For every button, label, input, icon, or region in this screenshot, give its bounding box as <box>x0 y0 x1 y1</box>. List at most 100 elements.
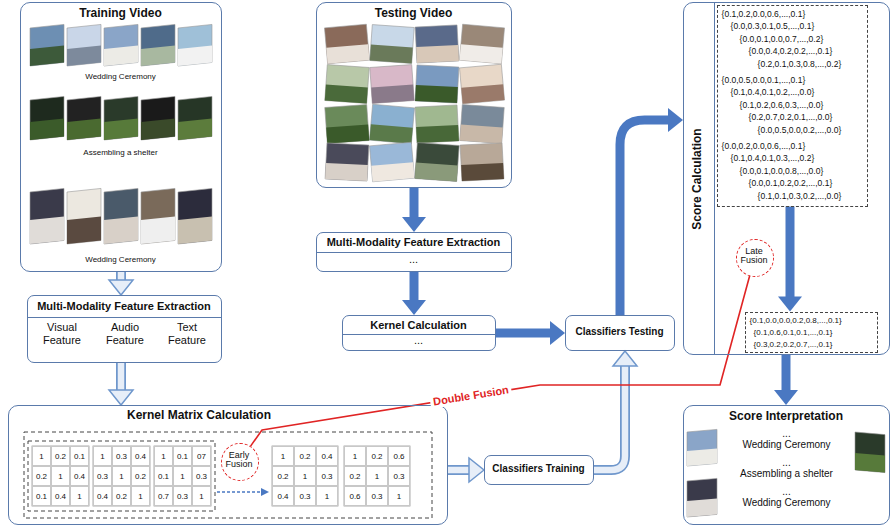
process-box: Multi-Modality Feature ExtractionVisual … <box>27 295 222 363</box>
matrix-cell: 0.3 <box>294 486 316 506</box>
frame-bottom <box>687 498 717 517</box>
matrix-cell: 0.4 <box>316 446 338 466</box>
frame-bottom <box>178 118 212 140</box>
process-panel: Score Interpretation...Wedding Ceremony.… <box>683 405 890 525</box>
matrix-cell: 0.2 <box>32 466 51 486</box>
node-text: {0.0,0.3,0.1,0.5,...,0.1} <box>731 22 815 32</box>
node-text: {0.1,0.0,0.0,0.2,0.8,...,0.1} <box>750 316 842 325</box>
frame-top <box>370 104 415 144</box>
matrix-cell: 1 <box>154 446 173 466</box>
node-text: {0.0,0.2,0.0,0.6,...,0.1} <box>722 142 806 152</box>
frame-top <box>104 188 138 244</box>
video-frame <box>370 65 414 104</box>
connector-fill <box>594 365 625 470</box>
connector <box>402 188 426 232</box>
video-frame <box>415 143 459 182</box>
arrowhead <box>774 390 798 405</box>
arrowhead <box>469 458 484 482</box>
video-panel: Testing Video <box>316 2 512 188</box>
matrix-cell: 1 <box>344 446 366 466</box>
frame-top <box>687 429 717 466</box>
connector <box>109 363 133 405</box>
frame-top <box>30 188 64 244</box>
matrix-cell: 0.2 <box>294 446 316 466</box>
node-text: ... <box>724 486 849 498</box>
node-text: {0.0,0.4,0.2,0.2,...,0.1} <box>749 47 833 57</box>
connector-line <box>594 365 625 470</box>
video-frame <box>460 24 505 64</box>
matrix-cell: 0.2 <box>272 466 294 486</box>
matrix-group-outline <box>28 441 215 511</box>
frame-bottom <box>461 163 504 181</box>
matrix-cell: 0.2 <box>131 466 150 486</box>
score-box: {0.1,0.2,0.0,0.6,...,0.1}{0.0,0.3,0.1,0.… <box>717 5 868 207</box>
video-frame <box>325 143 369 181</box>
video-frame <box>141 188 175 244</box>
node-text: {0.0,0.5,0.0,0.2,...,0.0} <box>758 126 842 136</box>
connector <box>620 108 683 315</box>
node-text: {0.2,0.1,0.3,0.8,...,0.2} <box>758 60 842 70</box>
connector <box>594 351 637 470</box>
connector-line <box>251 276 750 446</box>
arrowhead <box>778 297 802 312</box>
frame-top <box>30 24 64 66</box>
connector-line <box>786 207 795 298</box>
node-text: Text Feature <box>159 321 215 346</box>
process-box: Multi-Modality Feature Extraction... <box>316 232 512 272</box>
frame-bottom <box>30 216 64 244</box>
frame-bottom <box>460 125 503 144</box>
video-frame <box>178 96 212 140</box>
connector-fill <box>448 467 470 474</box>
matrix-cell: 1 <box>70 486 89 506</box>
connector <box>774 355 798 405</box>
matrix-cell: 1 <box>93 446 112 466</box>
connector <box>251 276 750 446</box>
video-frame <box>415 105 459 143</box>
frame-top <box>141 96 175 140</box>
fusion-circle: Late Fusion <box>736 239 774 277</box>
frame-top <box>415 25 459 63</box>
matrix-cell: 0.6 <box>344 486 366 506</box>
frame-bottom <box>67 118 101 140</box>
video-frame <box>370 142 415 182</box>
matrix-cell: 0.6 <box>388 446 410 466</box>
matrix-cell: 1 <box>192 486 211 506</box>
video-frame <box>325 24 370 64</box>
video-frame <box>855 432 885 473</box>
connector-line <box>410 272 419 301</box>
video-frame <box>325 65 369 104</box>
node-text: Late Fusion <box>737 247 772 267</box>
frame-bottom <box>326 125 369 144</box>
frame-top <box>67 188 101 244</box>
edge-label: Double Fusion <box>429 383 512 409</box>
frame-top <box>460 143 504 181</box>
node-text: {0.0,0.1,0.2,0.2,...,0.1} <box>749 179 833 189</box>
frame-top <box>178 24 212 66</box>
node-text: ... <box>317 253 510 266</box>
frame-top <box>855 432 885 473</box>
matrix-cell: 0.4 <box>70 466 89 486</box>
frame-bottom <box>415 85 458 103</box>
frame-top <box>141 24 175 66</box>
matrix-cell: 0.1 <box>154 466 173 486</box>
video-frame <box>67 24 101 66</box>
connector-line <box>620 120 669 315</box>
matrix-cell: 1 <box>173 466 192 486</box>
matrix-cell: 0.4 <box>131 446 150 466</box>
video-frame <box>687 478 717 517</box>
frame-bottom <box>104 118 138 140</box>
node-text: {0.1,0.2,0.6,0.3,...,0.0} <box>740 101 824 111</box>
frame-top <box>460 105 504 144</box>
frame-top <box>104 24 138 66</box>
video-frame <box>104 24 138 66</box>
node-text: Wedding Ceremony <box>724 497 849 509</box>
frame-bottom <box>178 216 212 244</box>
connector-line <box>448 465 470 475</box>
frame-bottom <box>30 45 64 66</box>
node-title: Training Video <box>21 7 220 21</box>
frame-bottom <box>416 125 459 143</box>
video-frame <box>30 24 64 66</box>
matrix-cell: 0.2 <box>366 446 388 466</box>
node-title: Testing Video <box>317 7 510 21</box>
arrowhead <box>613 351 637 366</box>
